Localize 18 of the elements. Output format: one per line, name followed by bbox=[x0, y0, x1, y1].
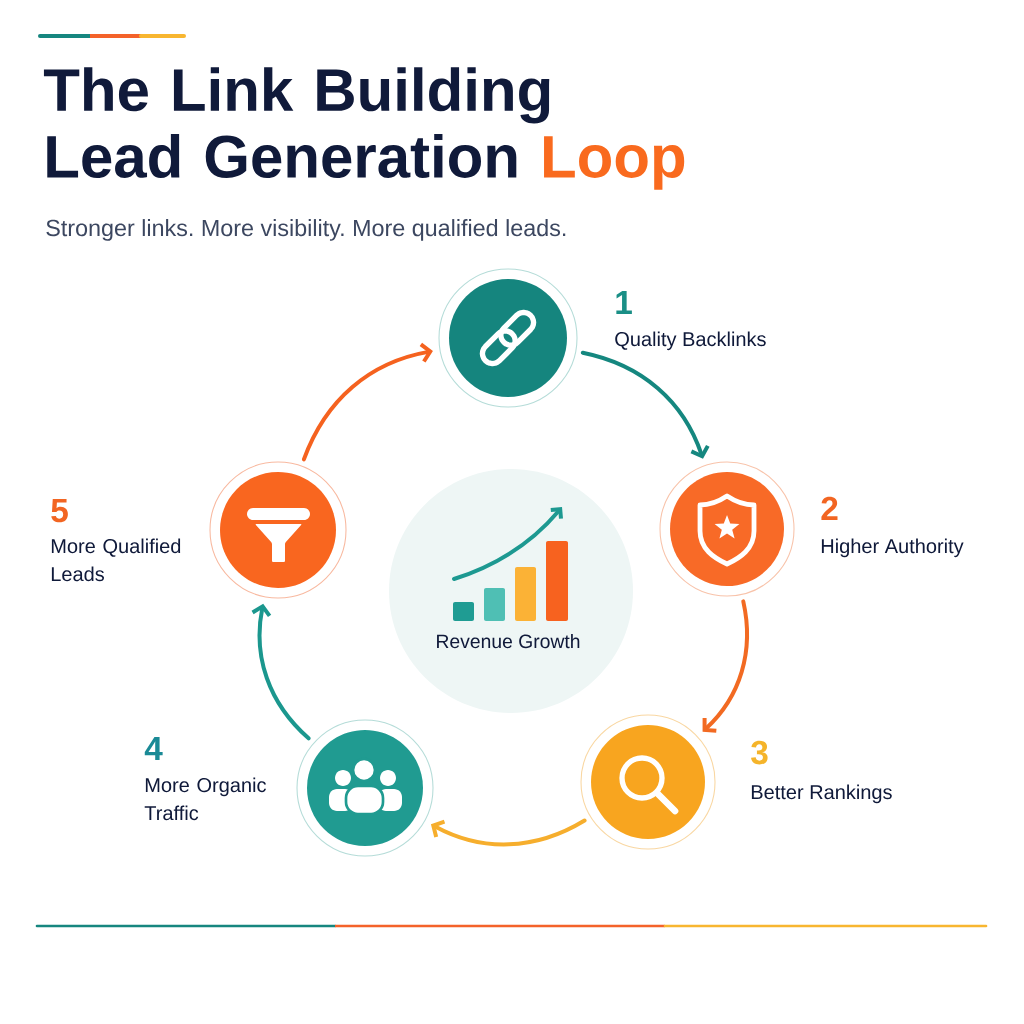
subtitle: Stronger links. More visibility. More qualified leads. bbox=[46, 219, 566, 241]
node-label: Revenue Growth bbox=[437, 634, 580, 649]
step-number: 2 bbox=[821, 496, 838, 520]
step-number: 3 bbox=[751, 740, 768, 765]
step-number: 1 bbox=[616, 291, 632, 314]
arrow bbox=[702, 599, 749, 733]
step-label: Higher Authority bbox=[821, 538, 964, 558]
arrow bbox=[251, 603, 311, 741]
arrow bbox=[430, 818, 587, 847]
step-label: Quality Backlinks bbox=[615, 331, 766, 351]
arrow bbox=[301, 342, 433, 462]
step-label: Better Rankings bbox=[751, 784, 892, 804]
step-label: More Qualified Leads bbox=[51, 538, 181, 582]
arrow bbox=[580, 350, 710, 459]
title: The Link Building Lead Generation Loop bbox=[43, 67, 685, 190]
step-label: More Organic Traffic bbox=[144, 777, 266, 821]
step-number: 5 bbox=[51, 499, 68, 523]
step-number: 4 bbox=[144, 737, 163, 760]
